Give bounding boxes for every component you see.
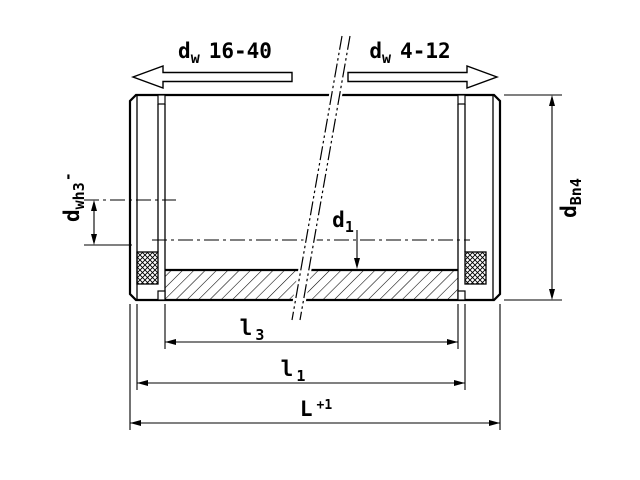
- left-bottom-groove-notch: [157, 290, 166, 301]
- l1-arrow-right: [454, 380, 465, 386]
- outer-profile: [128, 93, 502, 302]
- L-arrow-left: [130, 420, 141, 426]
- break-lines: [289, 34, 353, 322]
- right-range-arrow: [347, 64, 500, 90]
- left-seal-block: [136, 251, 159, 285]
- shaft-dia-arrow-up: [91, 200, 97, 211]
- dimension-bore-dia: d1: [332, 208, 360, 269]
- dimension-outer-dia: dBn4: [504, 94, 585, 301]
- left-range-arrow: [130, 64, 293, 90]
- section-hatch-band: [165, 271, 458, 300]
- dimension-shaft-dia: dwh3-: [59, 172, 132, 246]
- break-line-2: [299, 35, 351, 321]
- l3-arrow-left: [165, 339, 176, 345]
- bore-section: [136, 251, 487, 300]
- break-gap: [289, 34, 353, 322]
- bore-dia-label: d1: [332, 208, 354, 236]
- bore-dia-arrowhead: [354, 258, 360, 269]
- right-top-groove-notch: [457, 94, 466, 105]
- l1-arrow-left: [137, 380, 148, 386]
- outer-dia-label: dBn4: [557, 178, 585, 218]
- right-seal-block: [464, 251, 487, 285]
- l3-arrow-right: [447, 339, 458, 345]
- shaft-dia-label: dwh3-: [59, 172, 88, 222]
- outer-dia-arrow-up: [549, 95, 555, 106]
- groove-lines: [157, 94, 466, 301]
- L-label: L+1: [300, 397, 332, 421]
- right-bottom-groove-notch: [457, 290, 466, 301]
- dimension-total-length: L+1: [129, 304, 501, 430]
- break-line-1: [291, 35, 343, 321]
- L-arrow-right: [489, 420, 500, 426]
- left-top-groove-notch: [157, 94, 166, 105]
- outer-dia-arrow-down: [549, 289, 555, 300]
- shaft-dia-arrow-down: [91, 234, 97, 245]
